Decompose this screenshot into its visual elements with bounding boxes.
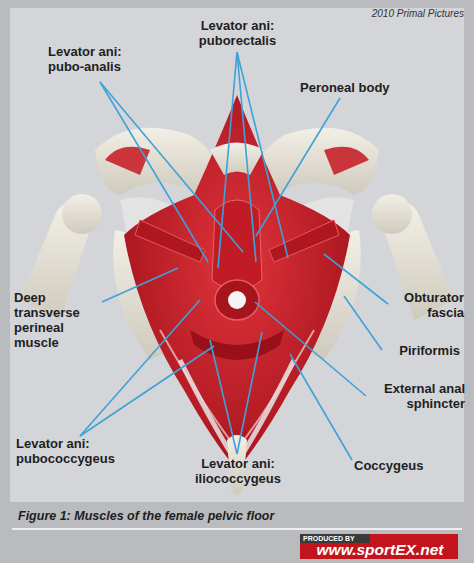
leader-line bbox=[80, 52, 388, 460]
producer-url: www.sportEX.net bbox=[302, 542, 458, 558]
muscle-label: Deep transverse perineal muscle bbox=[14, 290, 109, 350]
figure-caption: Figure 1: Muscles of the female pelvic f… bbox=[18, 509, 274, 523]
muscle-label: Levator ani: pubococcygeus bbox=[16, 436, 126, 466]
copyright-watermark: 2010 Primal Pictures bbox=[340, 6, 464, 21]
structure-label: Peroneal body bbox=[300, 80, 420, 95]
panel bbox=[10, 8, 464, 502]
muscle-label: Levator ani: puborectalis bbox=[190, 18, 285, 48]
muscle-label: Levator ani: iliococcygeus bbox=[188, 456, 288, 486]
muscle-label: Piriformis bbox=[375, 343, 460, 358]
muscle-label: Coccygeus bbox=[354, 458, 444, 473]
muscle-label: Levator ani: pubo-analis bbox=[48, 44, 148, 74]
structure-label: Obturator fascia bbox=[390, 290, 464, 320]
muscle-label: External anal sphincter bbox=[365, 381, 465, 411]
femur bbox=[20, 194, 454, 320]
rule bbox=[12, 528, 462, 530]
banner bbox=[300, 534, 458, 559]
coccyx bbox=[210, 143, 264, 496]
